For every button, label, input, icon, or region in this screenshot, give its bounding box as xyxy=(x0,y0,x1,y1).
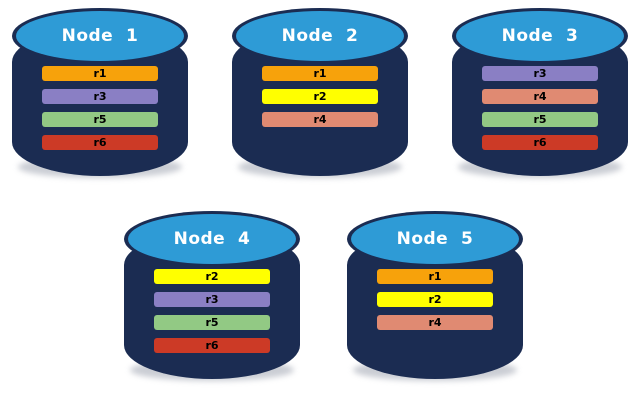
node-label: Node 1 xyxy=(61,26,139,46)
record-list: r1 r3 r5 r6 xyxy=(42,66,158,158)
record-bar[interactable]: r3 xyxy=(154,292,270,307)
record-bar[interactable]: r3 xyxy=(482,66,598,81)
record-bar[interactable]: r5 xyxy=(482,112,598,127)
record-list: r2 r3 r5 r6 xyxy=(154,269,270,361)
cylinder-top-rim xyxy=(347,211,523,267)
cylinder-top-face xyxy=(351,214,519,264)
cylinder-top-face xyxy=(128,214,296,264)
record-bar[interactable]: r4 xyxy=(482,89,598,104)
node-3[interactable]: Node 3 r3 r4 r5 r6 xyxy=(452,8,628,180)
cylinder-top-rim xyxy=(124,211,300,267)
record-bar[interactable]: r2 xyxy=(377,292,493,307)
cylinder-top-rim xyxy=(452,8,628,64)
node-5[interactable]: Node 5 r1 r2 r4 xyxy=(347,211,523,383)
record-bar[interactable]: r1 xyxy=(262,66,378,81)
record-list: r1 r2 r4 xyxy=(262,66,378,135)
node-label: Node 2 xyxy=(281,26,359,46)
node-2[interactable]: Node 2 r1 r2 r4 xyxy=(232,8,408,180)
cylinder-top-rim xyxy=(232,8,408,64)
cylinder-top-face xyxy=(16,11,184,61)
record-bar[interactable]: r4 xyxy=(262,112,378,127)
record-bar[interactable]: r3 xyxy=(42,89,158,104)
node-label: Node 4 xyxy=(173,229,251,249)
record-bar[interactable]: r6 xyxy=(482,135,598,150)
record-list: r1 r2 r4 xyxy=(377,269,493,338)
record-bar[interactable]: r6 xyxy=(42,135,158,150)
record-bar[interactable]: r2 xyxy=(154,269,270,284)
record-bar[interactable]: r5 xyxy=(42,112,158,127)
record-bar[interactable]: r1 xyxy=(377,269,493,284)
node-1[interactable]: Node 1 r1 r3 r5 r6 xyxy=(12,8,188,180)
cylinder-top-face xyxy=(456,11,624,61)
record-list: r3 r4 r5 r6 xyxy=(482,66,598,158)
record-bar[interactable]: r5 xyxy=(154,315,270,330)
node-4[interactable]: Node 4 r2 r3 r5 r6 xyxy=(124,211,300,383)
cylinder-top-rim xyxy=(12,8,188,64)
record-bar[interactable]: r6 xyxy=(154,338,270,353)
node-label: Node 3 xyxy=(501,26,579,46)
cylinder-top-face xyxy=(236,11,404,61)
node-label: Node 5 xyxy=(396,229,474,249)
record-bar[interactable]: r2 xyxy=(262,89,378,104)
record-bar[interactable]: r4 xyxy=(377,315,493,330)
record-bar[interactable]: r1 xyxy=(42,66,158,81)
